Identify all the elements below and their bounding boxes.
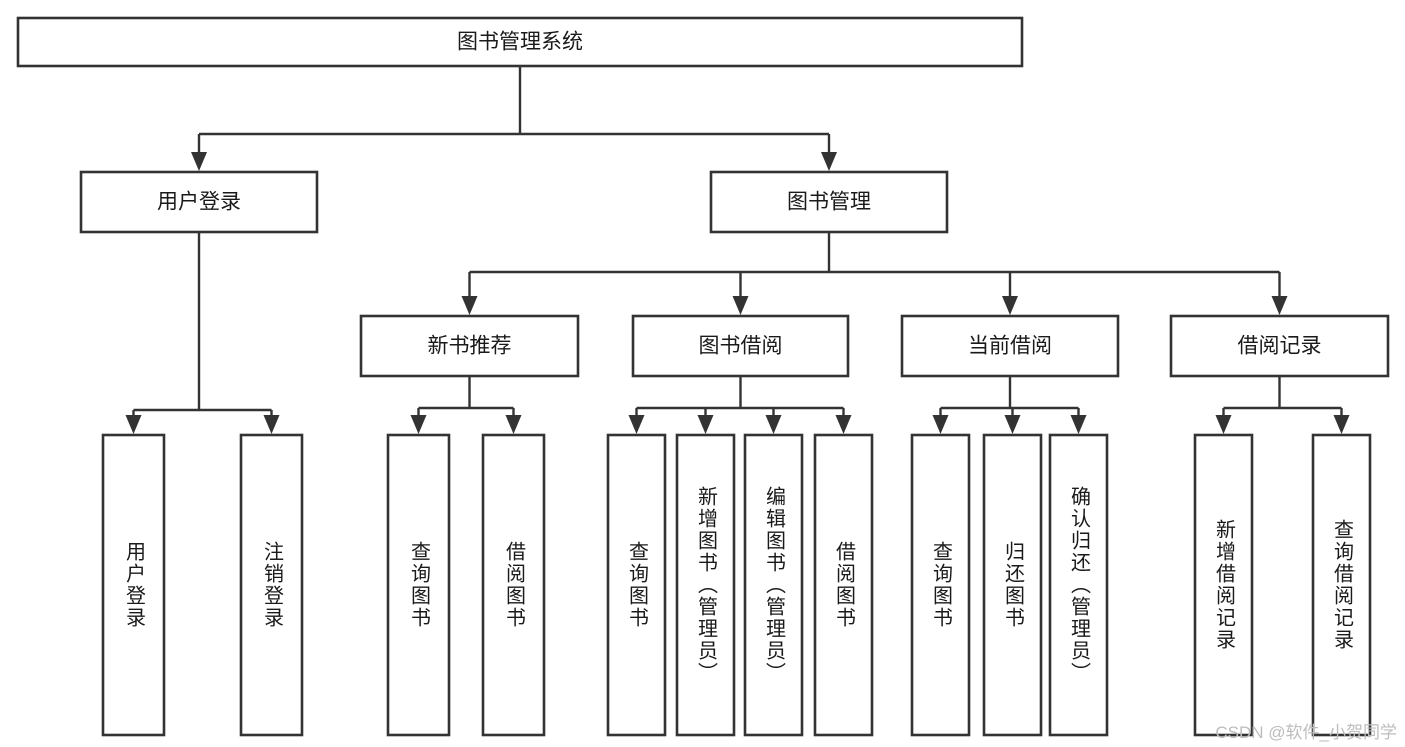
arrow-head-icon — [461, 296, 478, 315]
arrow-head-icon — [191, 152, 207, 171]
arrow-head-icon — [410, 415, 427, 434]
node-leaf6[interactable] — [675, 433, 736, 737]
node-borrow[interactable] — [631, 314, 850, 378]
arrow-head-icon — [835, 415, 852, 434]
arrow-head-icon — [821, 152, 837, 171]
arrow-head-icon — [125, 415, 142, 434]
node-leaf12[interactable] — [1193, 433, 1254, 737]
arrow-head-icon — [263, 415, 280, 434]
node-box[interactable] — [982, 433, 1043, 737]
node-box[interactable] — [481, 433, 546, 737]
node-box[interactable] — [675, 433, 736, 737]
node-leaf1[interactable] — [101, 433, 166, 737]
arrow-head-icon — [1333, 415, 1350, 434]
node-box[interactable] — [813, 433, 874, 737]
node-leaf4[interactable] — [481, 433, 546, 737]
node-box[interactable] — [1311, 433, 1372, 737]
node-box[interactable] — [1169, 314, 1390, 378]
node-leaf10[interactable] — [982, 433, 1043, 737]
node-root[interactable] — [16, 16, 1024, 68]
arrow-head-icon — [697, 415, 714, 434]
watermark-text: CSDN @软件_小贺同学 — [1215, 723, 1397, 742]
node-bookmgmt[interactable] — [709, 170, 949, 234]
node-label: 图书借阅 — [699, 335, 783, 358]
node-box[interactable] — [709, 170, 949, 234]
node-box[interactable] — [359, 314, 580, 378]
node-box[interactable] — [1193, 433, 1254, 737]
node-leaf2[interactable] — [239, 433, 304, 737]
arrow-head-icon — [505, 415, 522, 434]
node-login[interactable] — [79, 170, 319, 234]
node-box[interactable] — [606, 433, 667, 737]
node-box[interactable] — [900, 314, 1120, 378]
arrow-head-icon — [628, 415, 645, 434]
node-label: 当前借阅 — [968, 335, 1052, 358]
node-box[interactable] — [1048, 433, 1109, 737]
node-newbook[interactable] — [359, 314, 580, 378]
node-leaf3[interactable] — [386, 433, 451, 737]
node-current[interactable] — [900, 314, 1120, 378]
node-leaf5[interactable] — [606, 433, 667, 737]
node-box[interactable] — [631, 314, 850, 378]
node-box[interactable] — [910, 433, 971, 737]
arrow-head-icon — [1271, 296, 1288, 315]
node-box[interactable] — [16, 16, 1024, 68]
node-records[interactable] — [1169, 314, 1390, 378]
node-label: 新书推荐 — [428, 335, 512, 358]
arrow-head-icon — [1002, 296, 1018, 315]
arrow-head-icon — [932, 415, 949, 434]
node-label: 用户登录 — [157, 191, 241, 214]
node-box[interactable] — [743, 433, 804, 737]
node-leaf11[interactable] — [1048, 433, 1109, 737]
node-label: 图书管理 — [787, 191, 871, 214]
arrow-head-icon — [765, 415, 782, 434]
connector-layer — [125, 66, 1350, 434]
arrow-head-icon — [1070, 415, 1087, 434]
node-box[interactable] — [386, 433, 451, 737]
node-label: 借阅记录 — [1238, 335, 1322, 358]
node-leaf13[interactable] — [1311, 433, 1372, 737]
node-box[interactable] — [239, 433, 304, 737]
node-box[interactable] — [79, 170, 319, 234]
node-leaf7[interactable] — [743, 433, 804, 737]
node-leaf8[interactable] — [813, 433, 874, 737]
node-box[interactable] — [101, 433, 166, 737]
arrow-head-icon — [1004, 415, 1021, 434]
node-label: 图书管理系统 — [457, 31, 583, 54]
arrow-head-icon — [1215, 415, 1232, 434]
arrow-head-icon — [732, 296, 749, 315]
node-leaf9[interactable] — [910, 433, 971, 737]
